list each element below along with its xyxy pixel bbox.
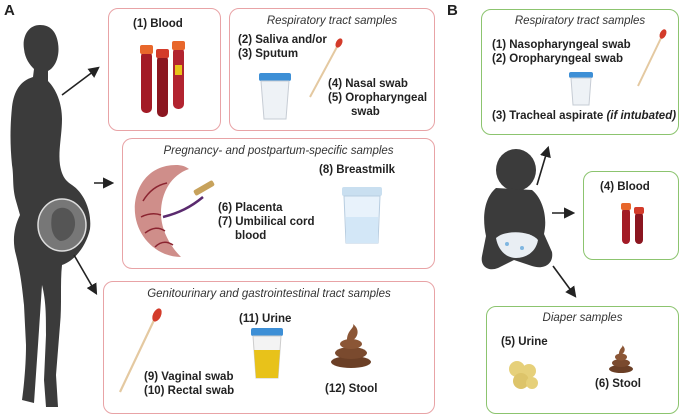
stool-label-a: (12) Stool bbox=[325, 383, 378, 395]
umbilical-label-cont: blood bbox=[235, 230, 267, 242]
respiratory-box-a: Respiratory tract samples (2) Saliva and… bbox=[229, 8, 435, 131]
nasal-swab-label: (4) Nasal swab bbox=[328, 78, 408, 90]
vaginal-swab-label: (9) Vaginal swab bbox=[144, 371, 234, 383]
stool-label-b: (6) Stool bbox=[595, 378, 641, 390]
blood-box: (1) Blood bbox=[108, 8, 221, 131]
blood-label-b: (4) Blood bbox=[600, 181, 650, 193]
swab-icon-b bbox=[637, 29, 667, 87]
panel-label-b: B bbox=[447, 2, 458, 19]
breastmilk-label: (8) Breastmilk bbox=[319, 164, 396, 176]
blood-tubes-icon-b bbox=[621, 203, 644, 244]
respiratory-title-a: Respiratory tract samples bbox=[266, 15, 398, 27]
placenta-label: (6) Placenta bbox=[218, 202, 283, 214]
respiratory-title-b: Respiratory tract samples bbox=[514, 15, 646, 27]
gi-box: Genitourinary and gastrointestinal tract… bbox=[103, 281, 435, 414]
urine-cup-icon bbox=[251, 328, 283, 379]
urine-stain-icon bbox=[509, 361, 538, 389]
blood-label: (1) Blood bbox=[133, 18, 183, 30]
respiratory-box-b: Respiratory tract samples (1) Nasopharyn… bbox=[481, 9, 679, 135]
nasopharyngeal-label: (1) Nasopharyngeal swab bbox=[492, 39, 631, 51]
swab-icon bbox=[309, 38, 343, 98]
tracheal-label: (3) Tracheal aspirate (if intubated) bbox=[492, 109, 676, 123]
tracheal-label-text: (3) Tracheal aspirate bbox=[492, 110, 604, 122]
pregnancy-box: Pregnancy- and postpartum-specific sampl… bbox=[122, 138, 435, 269]
urine-label-b: (5) Urine bbox=[501, 336, 548, 348]
swab-icon-gi bbox=[119, 308, 162, 393]
breastmilk-container-icon bbox=[342, 187, 382, 244]
pregnancy-title: Pregnancy- and postpartum-specific sampl… bbox=[163, 145, 394, 157]
saliva-label: (2) Saliva and/or bbox=[238, 34, 327, 46]
rectal-swab-label: (10) Rectal swab bbox=[144, 385, 235, 397]
oropharyngeal-label: (5) Oropharyngeal bbox=[328, 92, 428, 104]
baby-silhouette bbox=[481, 149, 553, 270]
oropharyngeal-label-cont: swab bbox=[351, 106, 380, 118]
specimen-cup-icon bbox=[259, 73, 291, 120]
placenta-icon bbox=[134, 165, 215, 257]
tracheal-note: (if intubated) bbox=[606, 110, 677, 122]
diaper-title: Diaper samples bbox=[542, 312, 623, 324]
gi-title: Genitourinary and gastrointestinal tract… bbox=[147, 288, 391, 300]
urine-label-a: (11) Urine bbox=[239, 313, 292, 325]
pregnant-woman-silhouette bbox=[10, 25, 91, 407]
specimen-cup-icon-b bbox=[569, 72, 593, 106]
panel-label-a: A bbox=[4, 2, 15, 19]
stool-icon-b bbox=[609, 345, 633, 373]
sputum-label: (3) Sputum bbox=[238, 48, 299, 60]
blood-box-b: (4) Blood bbox=[583, 171, 679, 260]
oropharyngeal-label-b: (2) Oropharyngeal swab bbox=[492, 53, 624, 65]
diaper-box: Diaper samples (5) Urine (6) Stool bbox=[486, 306, 679, 414]
umbilical-label: (7) Umbilical cord bbox=[218, 216, 315, 228]
stool-icon-a bbox=[331, 324, 371, 368]
blood-tubes-icon bbox=[140, 41, 185, 117]
